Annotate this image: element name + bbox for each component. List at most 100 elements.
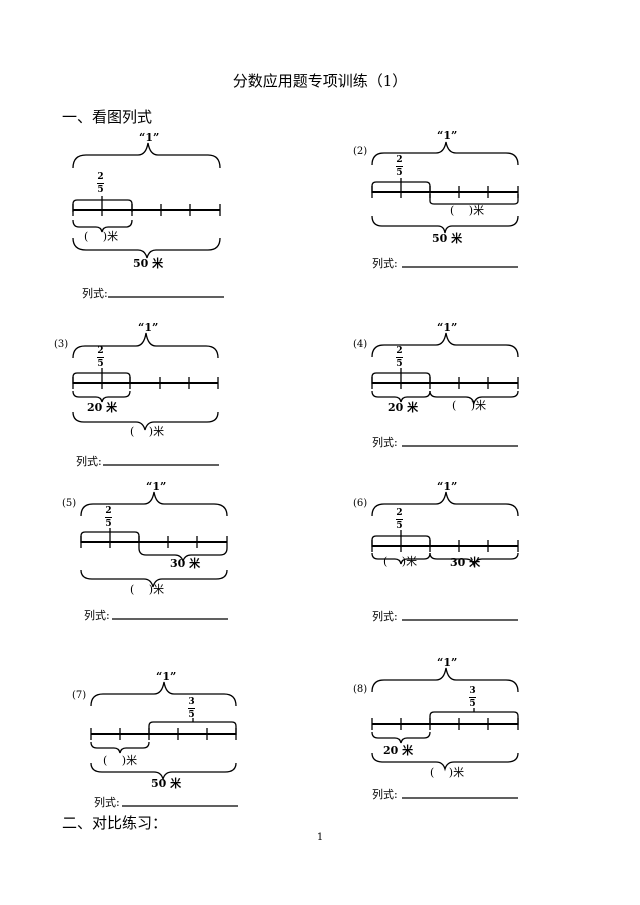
formula-label: 列式:	[372, 436, 398, 449]
whole-label: “1”	[156, 670, 177, 683]
whole-brace-bottom	[90, 762, 237, 782]
fraction-numerator: 3	[188, 697, 195, 707]
formula-label: 列式:	[372, 788, 398, 801]
formula-label: 列式:	[94, 796, 120, 809]
fraction-denominator: 5	[396, 521, 403, 531]
fraction-numerator: 2	[396, 155, 403, 165]
problem-number: (4)	[353, 339, 368, 350]
part-label: ( )米	[84, 230, 119, 243]
remainder-label: 30 米	[170, 557, 201, 570]
fraction-bar	[396, 357, 403, 358]
whole-brace-bottom	[72, 237, 221, 259]
total-label: ( )米	[430, 766, 465, 779]
diagram-1	[72, 142, 221, 259]
fraction-denominator: 5	[97, 359, 104, 369]
whole-brace-top	[371, 491, 519, 517]
diagram-8	[371, 667, 519, 772]
part-label: ( )米	[103, 754, 138, 767]
whole-label: “1”	[138, 321, 159, 334]
fraction-numerator: 2	[105, 506, 112, 516]
whole-brace-top	[72, 332, 219, 359]
diagram-4	[371, 332, 519, 406]
fraction-numerator: 2	[97, 346, 104, 356]
fraction-bar	[97, 357, 104, 358]
total-label: 50 米	[133, 257, 164, 270]
fraction-label: 3 5	[188, 697, 195, 720]
part-label: ( )米	[383, 555, 418, 568]
page-title: 分数应用题专项训练（1）	[232, 72, 408, 90]
fraction-denominator: 5	[188, 710, 195, 720]
diagram-6	[371, 491, 519, 568]
total-label: ( )米	[130, 583, 165, 596]
part-label: 20 米	[383, 744, 414, 757]
fraction-label: 2 5	[396, 508, 403, 531]
formula-label: 列式:	[82, 287, 108, 300]
problem-number: (5)	[62, 498, 77, 509]
part-brace-bottom	[371, 390, 431, 403]
part-label: 20 米	[388, 401, 419, 414]
whole-label: “1”	[146, 480, 167, 493]
fraction-numerator: 2	[396, 346, 403, 356]
remainder-brace-bottom	[138, 547, 228, 564]
whole-brace-bottom	[371, 752, 519, 772]
problem-number: (8)	[353, 684, 368, 695]
fraction-bar	[469, 697, 476, 698]
whole-brace-top	[371, 332, 519, 358]
fraction-numerator: 3	[469, 686, 476, 696]
whole-brace-top	[371, 667, 519, 693]
part-brace-bottom	[371, 552, 431, 565]
fraction-bar	[396, 166, 403, 167]
diagram-2	[371, 141, 519, 234]
remainder-bracket	[429, 194, 519, 205]
whole-brace-bottom	[371, 215, 519, 234]
formula-label: 列式:	[84, 609, 110, 622]
remainder-brace-bottom	[429, 552, 519, 568]
fraction-label: 2 5	[396, 155, 403, 178]
fraction-bar	[188, 708, 195, 709]
whole-label: “1”	[437, 321, 458, 334]
problem-number: (3)	[54, 339, 69, 350]
fraction-label: 3 5	[469, 686, 476, 709]
fraction-label: 2 5	[97, 172, 104, 195]
fraction-label: 2 5	[396, 346, 403, 369]
remainder-label: ( )米	[450, 204, 485, 217]
whole-label: “1”	[437, 480, 458, 493]
formula-label: 列式:	[76, 455, 102, 468]
whole-brace-top	[72, 142, 221, 169]
problem-number: (7)	[72, 690, 87, 701]
formula-label: 列式:	[372, 610, 398, 623]
fraction-denominator: 5	[105, 519, 112, 529]
page-number: 1	[316, 832, 324, 843]
remainder-brace-bottom	[429, 390, 519, 406]
diagram-3	[72, 332, 219, 431]
fraction-numerator: 2	[396, 508, 403, 518]
part-brace-bottom	[72, 390, 131, 403]
total-label: 50 米	[432, 232, 463, 245]
part-brace-bottom	[90, 741, 150, 754]
fraction-denominator: 5	[469, 699, 476, 709]
fraction-denominator: 5	[396, 168, 403, 178]
part-label: 20 米	[87, 401, 118, 414]
whole-brace-bottom	[72, 411, 219, 431]
total-label: 50 米	[151, 777, 182, 790]
whole-label: “1”	[437, 129, 458, 142]
part-brace-bottom	[371, 731, 431, 744]
whole-brace-top	[80, 491, 228, 517]
fraction-denominator: 5	[396, 359, 403, 369]
fraction-label: 2 5	[105, 506, 112, 529]
diagram-5	[80, 491, 228, 588]
fraction-denominator: 5	[97, 185, 104, 195]
whole-label: “1”	[437, 656, 458, 669]
diagram-7	[90, 681, 237, 782]
fraction-bar	[97, 183, 104, 184]
whole-brace-bottom	[80, 569, 228, 588]
fraction-label: 2 5	[97, 346, 104, 369]
formula-label: 列式:	[372, 257, 398, 270]
fraction-bar	[105, 517, 112, 518]
section-1-heading: 一、看图列式	[62, 108, 153, 126]
fraction-numerator: 2	[97, 172, 104, 182]
fraction-bar	[396, 519, 403, 520]
section-2-heading: 二、对比练习：	[62, 814, 168, 832]
remainder-label: ( )米	[452, 399, 487, 412]
